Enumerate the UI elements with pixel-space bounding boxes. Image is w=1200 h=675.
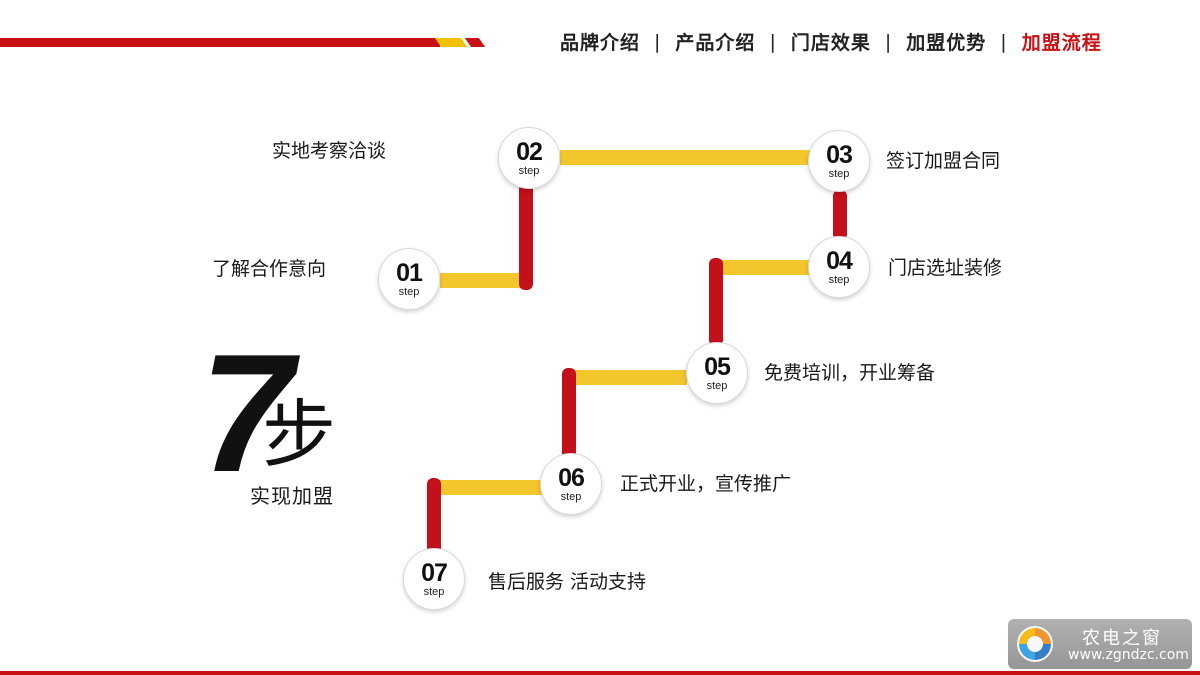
nav-item-product[interactable]: 产品介绍 [675,32,756,54]
step-label-02: 实地考察洽谈 [272,140,387,162]
connector-05-06-vertical [562,368,576,460]
step-label-06: 正式开业，宣传推广 [620,473,792,495]
step-suffix: step [828,274,850,286]
connector-01-02-horizontal [440,273,530,288]
watermark-name: 农电之窗 [1082,628,1162,649]
step-circle-07: 07 step [403,548,465,610]
step-number: 04 [826,247,853,275]
step-label-07: 售后服务 活动支持 [488,571,647,593]
nav-item-process[interactable]: 加盟流程 [1021,32,1102,54]
step-label-03: 签订加盟合同 [886,150,1001,172]
title-char: 步 [262,392,336,478]
step-circle-02: 02 step [498,127,560,189]
step-circle-05: 05 step [686,342,748,404]
step-circle-03: 03 step [808,130,870,192]
step-suffix: step [398,286,420,298]
connector-05-06-horizontal [565,370,687,385]
connector-06-07-vertical [427,478,441,556]
step-suffix: step [560,491,582,503]
step-label-05: 免费培训，开业筹备 [764,362,936,384]
connector-04-05-vertical [709,258,723,346]
step-suffix: step [706,380,728,392]
nav-separator: | [884,30,893,53]
connector-04-05-horizontal [712,260,812,275]
step-number: 06 [558,464,585,492]
footer-red-line [0,671,1200,675]
step-number: 05 [704,353,731,381]
step-number: 03 [826,141,853,169]
step-number: 01 [396,259,423,287]
nav-separator: | [1000,30,1008,53]
step-number: 02 [516,138,543,166]
title-number: 7 [200,319,294,507]
nav-item-brand[interactable]: 品牌介绍 [560,32,641,54]
step-label-04: 门店选址装修 [888,257,1003,279]
watermark: 农电之窗 www.zgndzc.com [1008,619,1192,669]
top-nav: 品牌介绍 | 产品介绍 | 门店效果 | 加盟优势 | 加盟流程 [560,28,1102,55]
zgndzc-logo-icon [1017,626,1053,662]
nav-separator: | [769,30,777,53]
step-suffix: step [423,586,445,598]
title-subtitle: 实现加盟 [250,484,334,508]
connector-03-04-vertical [833,190,847,240]
step-number: 07 [421,559,448,587]
header-red-slash [464,38,486,47]
step-circle-01: 01 step [378,248,440,310]
connector-02-03-horizontal [560,150,810,165]
step-suffix: step [828,168,850,180]
watermark-url: www.zgndzc.com [1068,647,1189,663]
connector-01-02-vertical [519,178,533,290]
connector-06-07-horizontal [430,480,542,495]
nav-item-store[interactable]: 门店效果 [790,32,871,54]
nav-separator: | [654,30,662,53]
step-suffix: step [518,165,540,177]
step-label-01: 了解合作意向 [212,258,327,280]
step-circle-06: 06 step [540,453,602,515]
step-circle-04: 04 step [808,236,870,298]
header-red-bar [0,38,440,47]
nav-item-advantage[interactable]: 加盟优势 [906,32,987,54]
header-yellow-slash [434,38,468,47]
